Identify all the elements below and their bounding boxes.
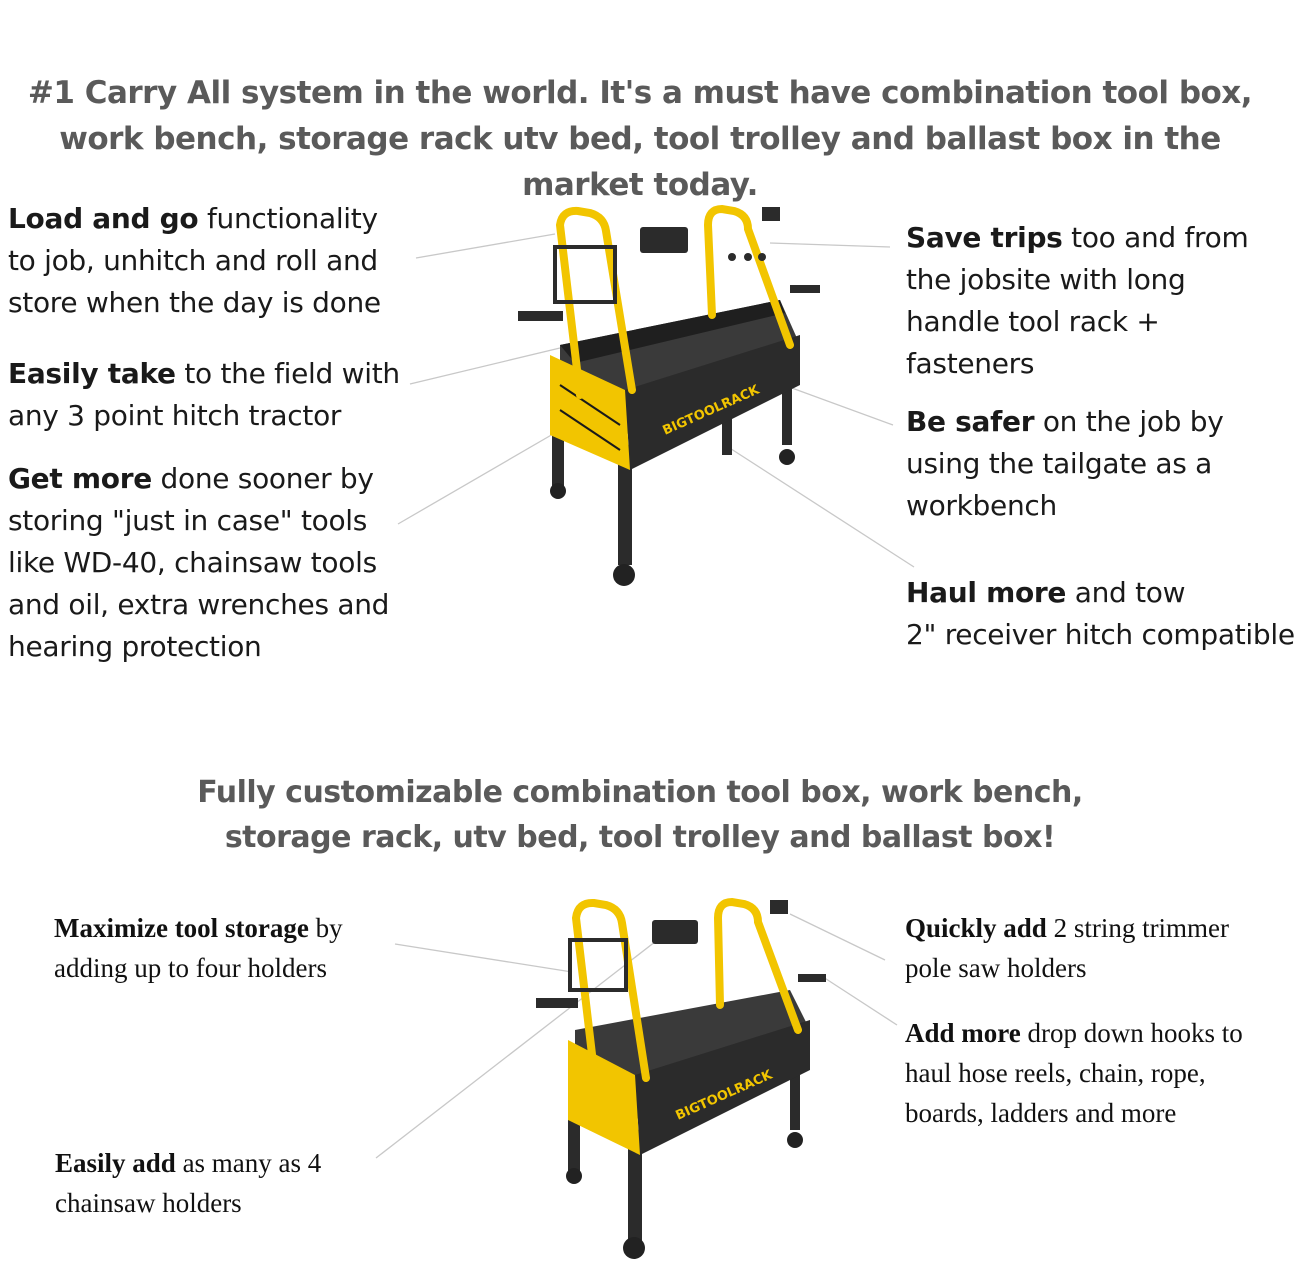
callout-easily-take: Easily take to the field with any 3 poin…: [8, 357, 400, 432]
cart-frame: [555, 204, 794, 399]
cart-holders-2: [536, 900, 826, 1008]
callout-load-and-go: Load and go functionality to job, unhitc…: [8, 202, 381, 319]
callout-save-trips: Save trips too and from the jobsite with…: [906, 221, 1249, 380]
callout-get-more: Get more done sooner by storing "just in…: [8, 462, 390, 663]
cart-frame-2: [571, 897, 802, 1084]
tool-cart-image-bottom: BIGTOOLRACK: [536, 897, 826, 1259]
callout-chainsaw-holders: Easily add as many as 4 chainsaw holders: [55, 1148, 322, 1218]
callout-haul-more: Haul more and tow 2" receiver hitch comp…: [906, 572, 1295, 656]
callout-quickly-add: Quickly add 2 string trimmer pole saw ho…: [905, 913, 1230, 983]
cart-side-yellow: [550, 355, 630, 470]
callout-maximize-storage: Maximize tool storage by adding up to fo…: [54, 913, 343, 983]
cart-side-yellow-2: [568, 1040, 640, 1155]
cart-holders: [518, 207, 820, 321]
cart-bin-front: [625, 335, 800, 470]
headline-top: #1 Carry All system in the world. It's a…: [27, 75, 1253, 203]
headline-bottom: Fully customizable combination tool box,…: [197, 775, 1083, 855]
tool-cart-image-top: BIGTOOLRACK: [518, 204, 820, 586]
cart-legs: [552, 345, 792, 565]
cart-wheels: [550, 449, 795, 586]
cart-wheels-2: [566, 1132, 803, 1259]
callout-be-safer: Be safer on the job by using the tailgat…: [906, 405, 1224, 522]
callout-receiver-hitch: 2" receiver hitch compatible: [906, 618, 1295, 651]
callout-drop-down-hooks: Add more drop down hooks to haul hose re…: [905, 1018, 1243, 1128]
